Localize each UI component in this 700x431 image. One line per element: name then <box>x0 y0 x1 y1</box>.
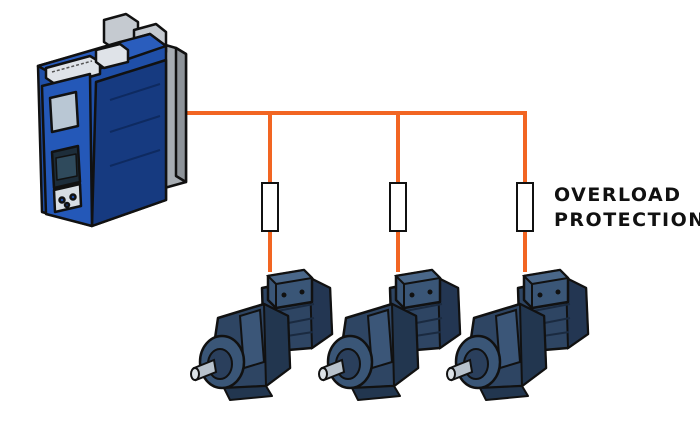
overload-protection-label-line-2: PROTECTION <box>554 209 700 231</box>
geared-motor-icon <box>317 268 462 402</box>
overload-protection-device-icon <box>389 182 407 232</box>
wiring <box>184 111 527 272</box>
overload-protection-device-icon <box>261 182 279 232</box>
geared-motor-icon <box>189 268 334 402</box>
overload-protection-device-icon <box>516 182 534 232</box>
overload-protection-label-line-1: OVERLOAD <box>554 184 682 206</box>
geared-motor-icon <box>445 268 590 402</box>
drive-unit-icon <box>36 12 188 228</box>
